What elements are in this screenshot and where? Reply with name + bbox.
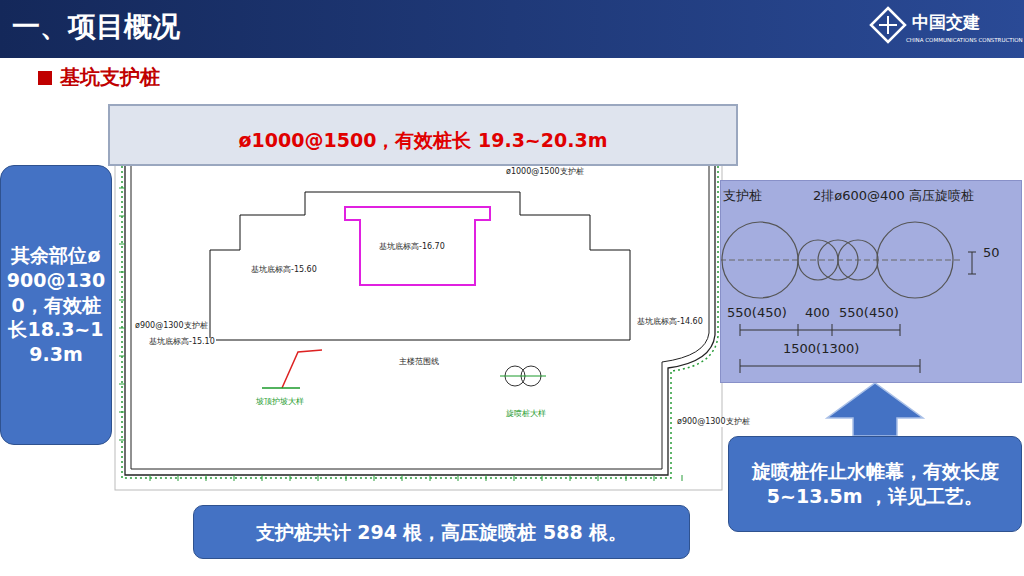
detail-label: 支护桩 <box>723 187 762 205</box>
pile-tick <box>542 475 543 481</box>
pit-outline <box>125 140 715 475</box>
pile-line <box>122 137 718 478</box>
pile-tick <box>119 356 125 357</box>
box-text: 旋喷桩作止水帷幕，有效长度 5~13.5m ，详见工艺。 <box>737 459 1013 508</box>
pile-tick <box>119 188 125 189</box>
pile-tick <box>206 475 207 481</box>
pile-note: ø900@1300支护桩 <box>134 322 209 331</box>
building-outline <box>210 192 630 340</box>
block-arrow <box>827 383 923 436</box>
detail-ground <box>720 180 1022 383</box>
note-box: 其余部位ø900@1300，有效桩长18.3~19.3m <box>0 165 112 445</box>
pile-tick <box>119 244 125 245</box>
section-heading: 基坑支护桩 <box>60 66 160 88</box>
note-band: ø1000@1500，有效桩长 19.3~20.3m <box>108 104 738 166</box>
text-wrap: ø1000@1500，有效桩长 19.3~20.3m <box>118 128 728 154</box>
dimension-line <box>740 324 900 336</box>
logo-subtext: CHINA COMMUNICATIONS CONSTRUCTION <box>906 37 1023 43</box>
drawing-frame <box>115 125 722 490</box>
pile-note: ø900@1300支护桩 <box>676 418 751 427</box>
note-box: 旋喷桩作止水帷幕，有效长度 5~13.5m ，详见工艺。 <box>728 436 1022 532</box>
pile-tick <box>119 300 125 301</box>
slide-title: 一、项目概况 <box>12 12 180 43</box>
support-pile <box>877 222 953 298</box>
logo-icon <box>871 8 905 42</box>
text-wrap: 支护桩共计 294 根，高压旋喷桩 588 根。 <box>202 520 681 545</box>
pile-tick <box>119 328 125 329</box>
slope-detail <box>262 387 300 389</box>
pile-tick <box>458 475 459 481</box>
box-text: 支护桩共计 294 根，高压旋喷桩 588 根。 <box>202 520 681 545</box>
pile-tick <box>654 475 655 481</box>
pile-tick <box>598 475 599 481</box>
level-note: 基坑底标高-15.60 <box>250 266 318 275</box>
pile-tick <box>290 475 291 481</box>
dimension-text: 400 <box>805 305 830 320</box>
pile-tick <box>346 475 347 481</box>
pile-tick <box>570 475 571 481</box>
dimension-line <box>968 252 976 274</box>
pile-note: ø1000@1500支护桩 <box>505 168 585 177</box>
pile-tick <box>626 475 627 481</box>
box-text: 其余部位ø900@1300，有效桩长18.3~19.3m <box>5 243 107 366</box>
pit-plan <box>115 125 722 490</box>
pile-ticks <box>119 134 682 481</box>
note-box: 支护桩共计 294 根，高压旋喷桩 588 根。 <box>193 505 690 559</box>
pile-tick <box>262 475 263 481</box>
pile-tick <box>402 475 403 481</box>
pile-tick <box>119 272 125 273</box>
line-note: 主楼范围线 <box>398 358 440 367</box>
logo-text: 中国交建 <box>912 13 980 32</box>
pile-tick <box>150 475 151 481</box>
pile-tick <box>234 475 235 481</box>
box-text: ø1000@1500，有效桩长 19.3~20.3m <box>118 128 728 154</box>
logo-icon <box>879 16 897 34</box>
detail-title: 坡顶护坡大样 <box>255 398 305 407</box>
pile-tick <box>119 216 125 217</box>
detail-panel: 支护桩 2排ø600@400 高压旋喷桩 550(450) 400 550(450) 15… <box>720 180 1022 383</box>
pile-tick <box>119 384 125 385</box>
dimension-line <box>740 359 920 373</box>
core-pit-outline <box>345 207 490 285</box>
pile-tick <box>682 475 683 481</box>
text-wrap: 其余部位ø900@1300，有效桩长18.3~19.3m <box>5 243 107 366</box>
pile-tick <box>486 475 487 481</box>
pile-tick <box>430 475 431 481</box>
detail-drawing <box>720 180 1022 383</box>
level-note: 基坑底标高-14.60 <box>636 318 704 327</box>
text-wrap: 旋喷桩作止水帷幕，有效长度 5~13.5m ，详见工艺。 <box>737 459 1013 508</box>
pile-tick <box>374 475 375 481</box>
detail-title: 旋喷桩大样 <box>505 410 547 419</box>
pile-tick <box>119 440 125 441</box>
pile-tick <box>514 475 515 481</box>
header-bar <box>0 0 1024 58</box>
dimension-text: 550(450) <box>727 305 787 320</box>
pile-tick <box>318 475 319 481</box>
support-pile <box>722 222 798 298</box>
pile-tick <box>119 412 125 413</box>
bullet-square <box>38 71 52 85</box>
dimension-text: 550(450) <box>839 305 899 320</box>
detail-label: 2排ø600@400 高压旋喷桩 <box>813 187 974 205</box>
dimension-text: 50 <box>983 245 1000 260</box>
dimension-text: 1500(1300) <box>783 341 859 356</box>
pit-outline <box>131 146 709 469</box>
level-note: 基坑底标高-15.10 <box>148 338 216 347</box>
pile-detail <box>500 376 546 377</box>
jet-grout-pile <box>838 240 878 280</box>
center-line <box>720 260 960 261</box>
slope-detail <box>282 350 322 388</box>
pile-tick <box>178 475 179 481</box>
level-note: 基坑底标高-16.70 <box>378 243 446 252</box>
